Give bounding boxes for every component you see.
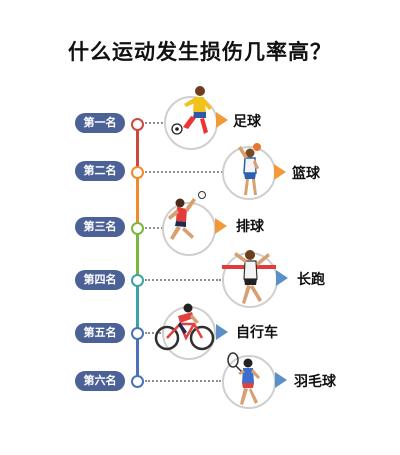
arrow-2 — [274, 164, 286, 180]
soccer-player-icon — [171, 86, 212, 135]
arrow-3 — [215, 218, 227, 234]
rank-pill-1: 第一名 — [75, 113, 125, 133]
timeline-node-3 — [131, 222, 144, 235]
rank-pill-2: 第二名 — [75, 161, 125, 181]
rank-pill-4: 第四名 — [75, 270, 125, 290]
sport-label-6: 羽毛球 — [294, 374, 336, 390]
icon-circle-1 — [164, 96, 218, 150]
arrow-4 — [276, 270, 288, 286]
timeline-segment-4 — [136, 278, 139, 332]
timeline-node-5 — [131, 327, 144, 340]
dotted-connector-4 — [145, 279, 221, 281]
sport-label-2: 篮球 — [292, 166, 320, 182]
timeline-segment-3 — [136, 226, 139, 278]
arrow-6 — [275, 372, 287, 388]
basketball-player-icon — [238, 143, 261, 195]
timeline-segment-2 — [136, 171, 139, 226]
timeline-segment-1 — [136, 126, 139, 171]
badminton-player-icon — [227, 352, 260, 405]
timeline-node-4 — [131, 274, 144, 287]
dotted-connector-2 — [145, 171, 223, 173]
dotted-connector-1 — [145, 122, 167, 124]
dotted-connector-3 — [145, 227, 163, 229]
rank-pill-6: 第六名 — [75, 371, 125, 391]
arrow-1 — [216, 112, 228, 128]
sport-label-3: 排球 — [236, 219, 264, 235]
arrow-5 — [216, 324, 228, 340]
sport-label-5: 自行车 — [236, 325, 278, 341]
dotted-connector-6 — [145, 380, 221, 382]
timeline-segment-5 — [136, 332, 139, 380]
rank-pill-5: 第五名 — [75, 323, 125, 343]
timeline-node-6 — [131, 375, 144, 388]
volleyball-player-icon — [168, 191, 206, 240]
timeline-node-2 — [131, 166, 144, 179]
page-title: 什么运动发生损伤几率高？ — [68, 40, 332, 64]
icon-circle-3 — [162, 202, 216, 256]
sport-label-1: 足球 — [233, 114, 261, 130]
cyclist-icon — [154, 303, 215, 351]
dotted-connector-5 — [145, 332, 161, 334]
rank-pill-3: 第三名 — [75, 217, 125, 237]
timeline-node-1 — [131, 118, 144, 131]
runner-icon — [222, 250, 276, 304]
sport-label-4: 长跑 — [297, 272, 325, 288]
